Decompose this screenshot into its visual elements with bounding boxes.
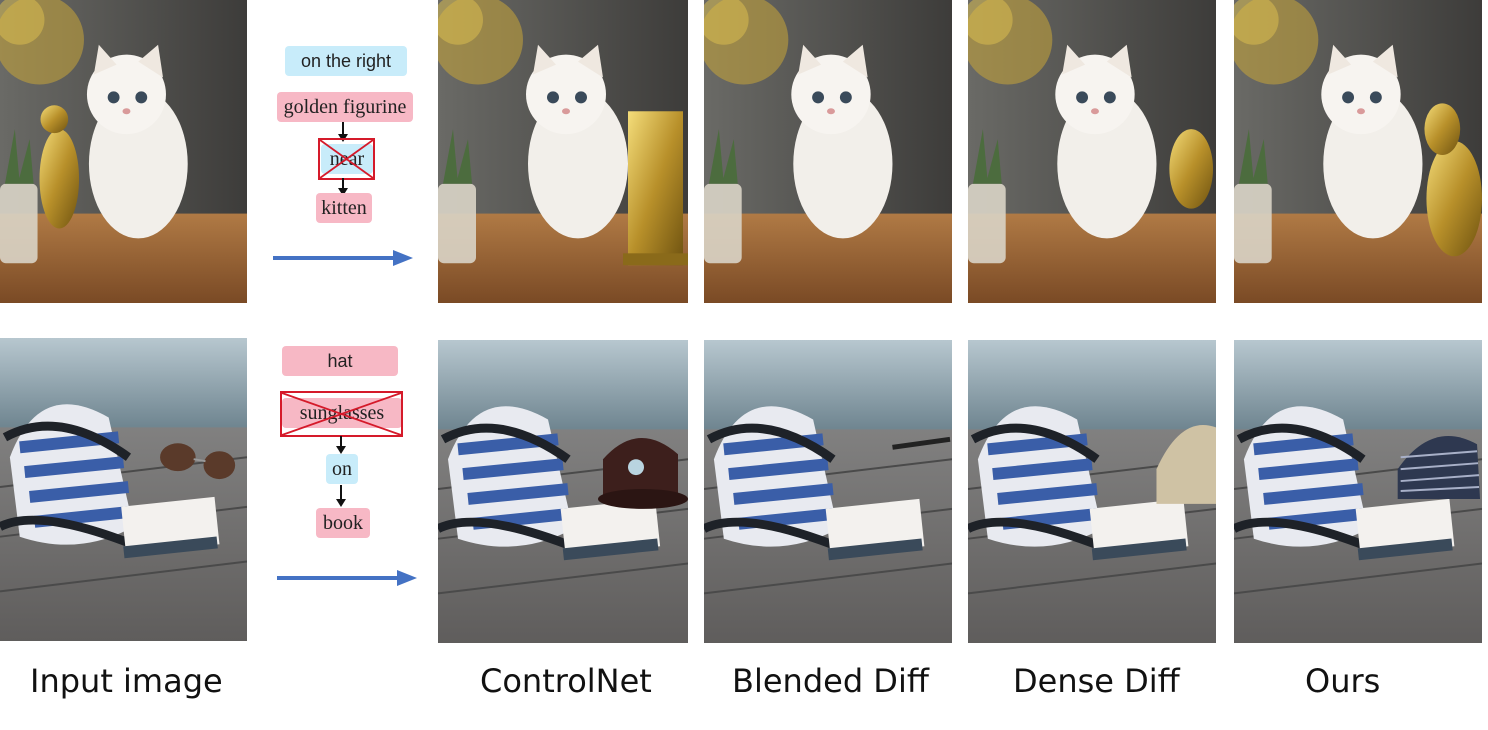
controlnet-output-bag — [438, 340, 688, 643]
chip-book: book — [316, 508, 370, 538]
controlnet-output-kitten — [438, 0, 688, 303]
chip-on: on — [326, 454, 358, 484]
blended-diff-output-kitten — [704, 0, 952, 303]
chip-kitten: kitten — [316, 193, 372, 223]
down-arrow-icon — [338, 178, 348, 196]
chip-hat: hat — [282, 346, 398, 376]
right-arrow-icon — [273, 250, 413, 266]
caption-input-image: Input image — [30, 662, 223, 700]
blended-diff-output-bag — [704, 340, 952, 643]
caption-blended-diff: Blended Diff — [732, 662, 929, 700]
chip-on-the-right: on the right — [285, 46, 407, 76]
dense-diff-output-kitten — [968, 0, 1216, 303]
input-image-bag — [0, 338, 247, 641]
chip-golden-figurine: golden figurine — [277, 92, 413, 122]
right-arrow-icon — [277, 570, 417, 586]
caption-controlnet: ControlNet — [480, 662, 652, 700]
crossed-out-mark — [280, 391, 403, 437]
ours-output-bag — [1234, 340, 1482, 643]
dense-diff-output-bag — [968, 340, 1216, 643]
input-image-kitten — [0, 0, 247, 303]
down-arrow-icon — [336, 485, 346, 507]
crossed-out-mark — [318, 138, 375, 180]
down-arrow-icon — [336, 436, 346, 454]
caption-ours: Ours — [1305, 662, 1381, 700]
caption-dense-diff: Dense Diff — [1013, 662, 1180, 700]
ours-output-kitten — [1234, 0, 1482, 303]
